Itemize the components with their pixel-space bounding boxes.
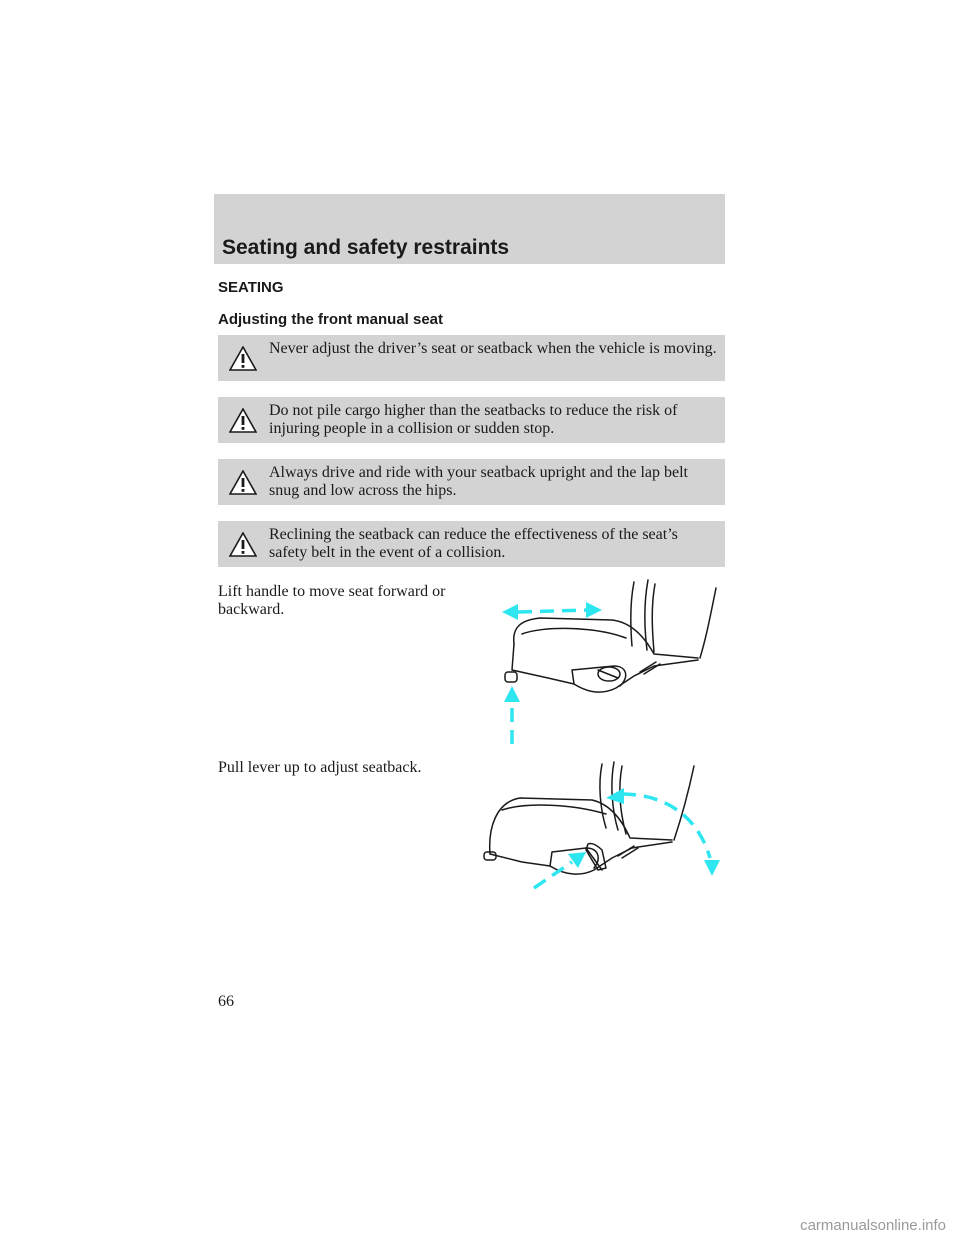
watermark: carmanualsonline.info: [800, 1217, 946, 1234]
warning-text: Never adjust the driver’s seat or seatba…: [269, 340, 717, 357]
instruction-text-seat-slide: Lift handle to move seat forward or back…: [218, 583, 446, 618]
seatback-recline-illustration: [483, 761, 720, 890]
page-number: 66: [218, 993, 234, 1010]
warning-triangle-icon: [229, 408, 257, 433]
warning-triangle-icon: [229, 532, 257, 557]
warning-text: Always drive and ride with your seatback…: [269, 464, 688, 499]
section-heading: SEATING: [218, 279, 284, 296]
warning-triangle-icon: [229, 470, 257, 495]
section-header-bar: Seating and safety restraints: [214, 194, 725, 264]
sub-heading: Adjusting the front manual seat: [218, 311, 444, 328]
warning-box: Reclining the seatback can reduce the ef…: [218, 521, 725, 567]
warning-text: Do not pile cargo higher than the seatba…: [269, 402, 678, 437]
warning-box: Do not pile cargo higher than the seatba…: [218, 397, 725, 443]
seat-slide-illustration: [502, 579, 717, 744]
warning-text: Reclining the seatback can reduce the ef…: [269, 526, 678, 561]
warning-box: Always drive and ride with your seatback…: [218, 459, 725, 505]
warning-triangle-icon: [229, 346, 257, 371]
section-header-title: Seating and safety restraints: [222, 236, 510, 259]
instruction-text-seatback: Pull lever up to adjust seatback.: [218, 759, 422, 776]
warning-box: Never adjust the driver’s seat or seatba…: [218, 335, 725, 381]
